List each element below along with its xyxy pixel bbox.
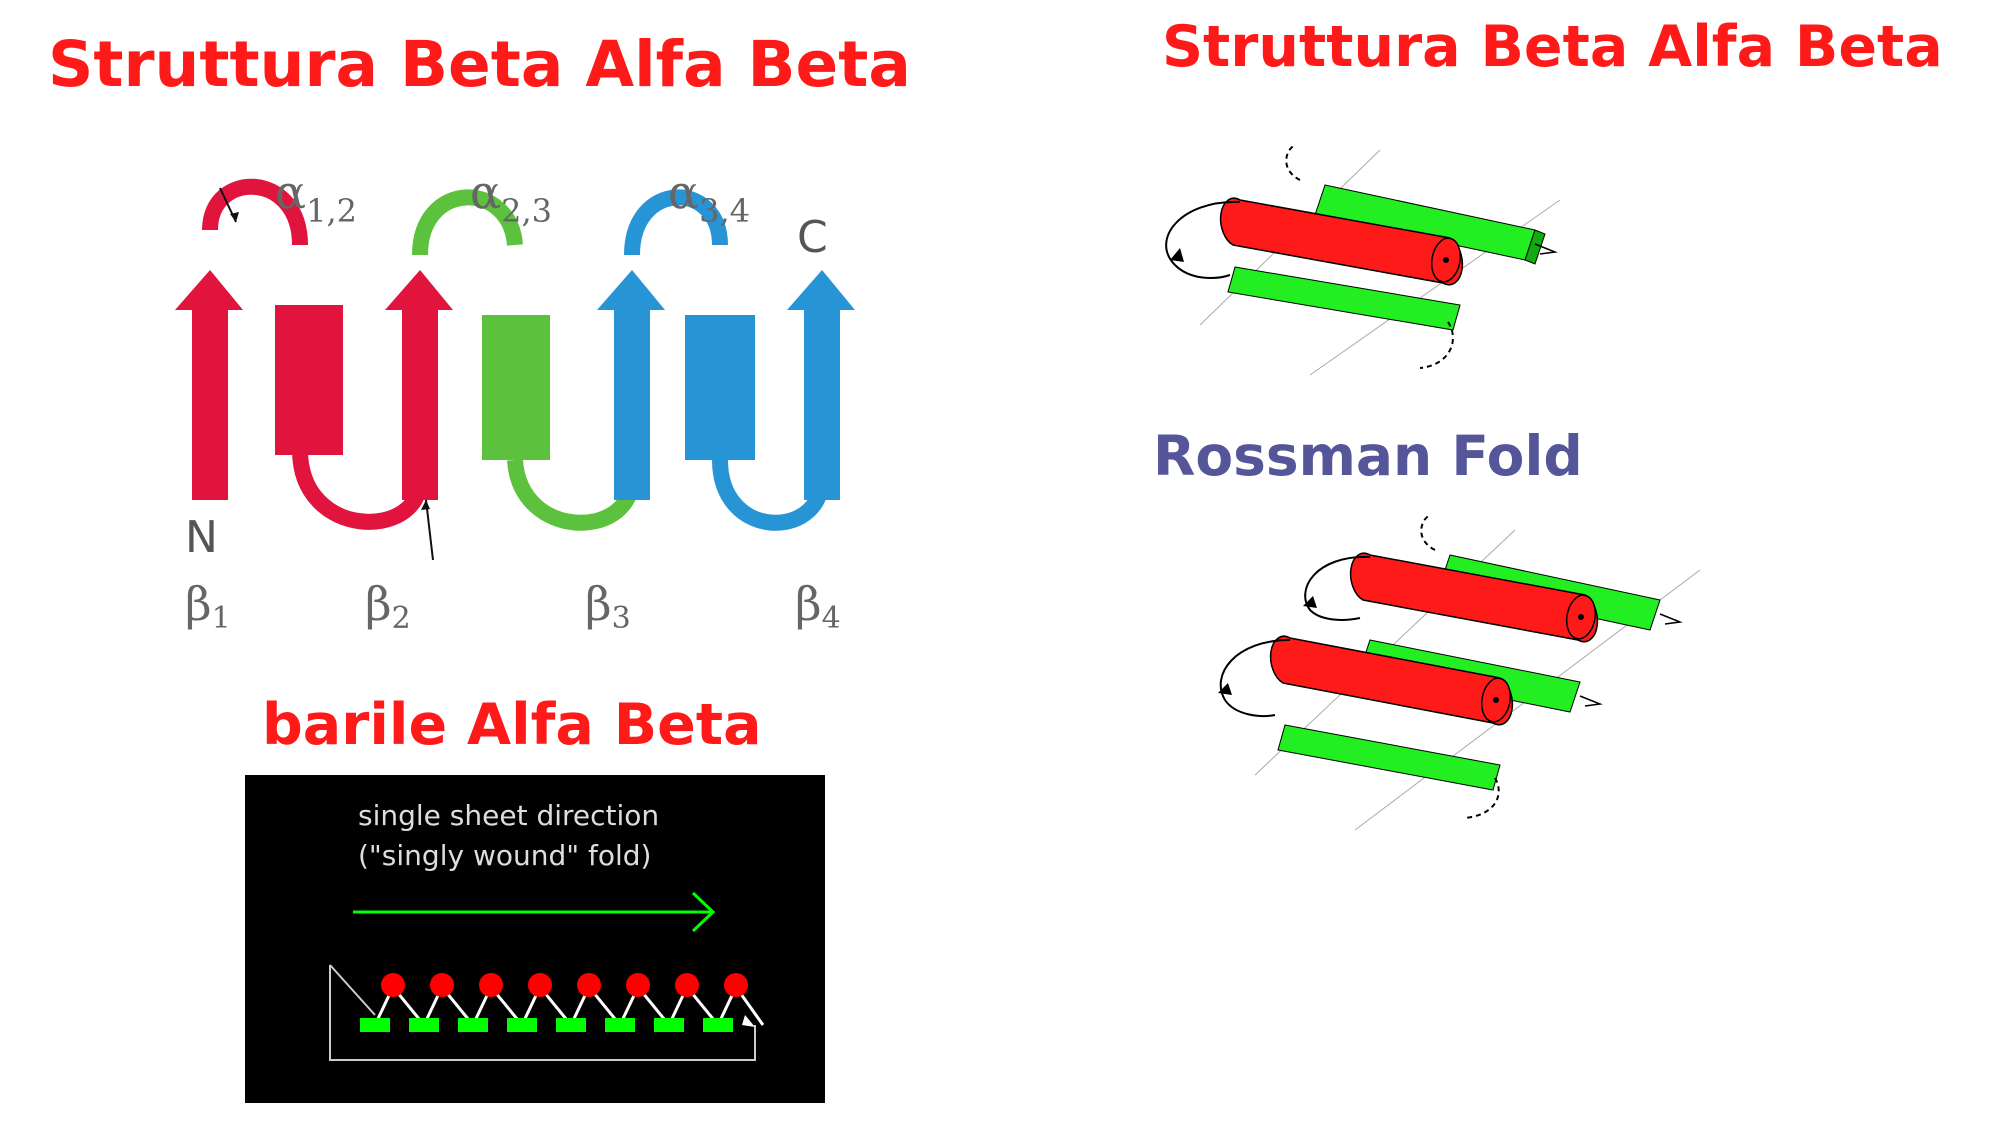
barrel-caption-line2: ("singly wound" fold) xyxy=(358,839,651,872)
barrel-helix-circle xyxy=(724,973,748,997)
dashed-tail-bottom xyxy=(1419,321,1454,369)
title-alpha-beta-barrel: barile Alfa Beta xyxy=(262,692,762,758)
barrel-diagram-panel: single sheet direction ("singly wound" f… xyxy=(245,775,825,1103)
pointer-arrow-bottom xyxy=(425,499,434,561)
alpha-label-34: α3,4 xyxy=(668,165,750,230)
barrel-outline xyxy=(329,965,756,1061)
loop-arrowhead xyxy=(1303,596,1317,608)
alpha-helix-34 xyxy=(685,315,755,460)
alpha-helix-12 xyxy=(275,305,343,455)
barrel-outline-diagonal xyxy=(329,964,376,1016)
barrel-strand-square xyxy=(605,1018,635,1032)
dashed-tail-top xyxy=(1285,144,1301,181)
strand-end-arrow xyxy=(1579,695,1603,707)
alpha-label-12: α1,2 xyxy=(275,165,357,230)
barrel-panel-background xyxy=(245,775,825,1103)
beta-alpha-beta-3d-diagram xyxy=(1165,144,1561,376)
n-terminus-label: N xyxy=(185,512,218,563)
topology-diagram: α1,2 α2,3 α3,4 N C β1 β2 β3 β4 xyxy=(175,165,855,636)
barrel-helix-circle xyxy=(626,973,650,997)
barrel-helix-circle xyxy=(528,973,552,997)
barrel-strand-square xyxy=(703,1018,733,1032)
beta-label-1: β1 xyxy=(185,577,231,636)
barrel-helix-circle xyxy=(675,973,699,997)
beta-strand-2 xyxy=(385,270,453,500)
barrel-units xyxy=(360,973,765,1032)
beta-strand-3 xyxy=(597,270,665,500)
barrel-helix-circle xyxy=(577,973,601,997)
strand-end-arrow xyxy=(1534,243,1558,255)
title-rossman-fold: Rossman Fold xyxy=(1153,424,1583,488)
beta-strand-lower xyxy=(1227,266,1461,331)
helix-end-dot xyxy=(1578,614,1584,620)
barrel-end-arrowhead xyxy=(742,1015,755,1027)
helix-end-dot xyxy=(1443,257,1449,263)
barrel-strand-square xyxy=(654,1018,684,1032)
pointer-arrowhead-bottom xyxy=(421,500,430,510)
barrel-helix-circle xyxy=(381,973,405,997)
barrel-caption-line1: single sheet direction xyxy=(358,799,659,832)
c-terminus-label: C xyxy=(797,212,828,263)
beta-label-3: β3 xyxy=(585,577,631,636)
barrel-strand-square xyxy=(556,1018,586,1032)
loop-b2-a23 xyxy=(412,189,523,256)
rossman-strand-3 xyxy=(1277,724,1501,791)
alpha-helix-23 xyxy=(482,315,550,460)
barrel-strand-square xyxy=(360,1018,390,1032)
barrel-strand-square xyxy=(458,1018,488,1032)
loop-b1-a12 xyxy=(202,178,308,246)
loop-arrowhead xyxy=(1218,683,1232,695)
rossman-fold-3d-diagram xyxy=(1218,514,1701,831)
beta-label-2: β2 xyxy=(365,577,411,636)
sheet-direction-arrowhead xyxy=(691,891,716,933)
barrel-strand-square xyxy=(409,1018,439,1032)
alpha-label-23: α2,3 xyxy=(470,165,552,230)
connection-loop xyxy=(1165,200,1241,279)
loop-b3-a34 xyxy=(624,189,728,256)
helix-end-dot xyxy=(1493,697,1499,703)
title-beta-alpha-beta-right: Struttura Beta Alfa Beta xyxy=(1162,14,1943,80)
beta-strand-upper-side xyxy=(1524,229,1546,265)
strand-end-arrow xyxy=(1659,613,1683,625)
barrel-strand-square xyxy=(507,1018,537,1032)
loop-arrowhead xyxy=(1170,248,1184,262)
rossman-loop-1 xyxy=(1304,555,1371,621)
barrel-helix-circle xyxy=(430,973,454,997)
barrel-helix-circle xyxy=(479,973,503,997)
dashed-tail-top xyxy=(1420,514,1436,551)
beta-strand-1 xyxy=(175,270,243,500)
pointer-arrowhead-top xyxy=(230,212,239,222)
beta-strand-4 xyxy=(787,270,855,500)
title-beta-alpha-beta-left: Struttura Beta Alfa Beta xyxy=(48,28,911,101)
beta-label-4: β4 xyxy=(795,577,841,636)
